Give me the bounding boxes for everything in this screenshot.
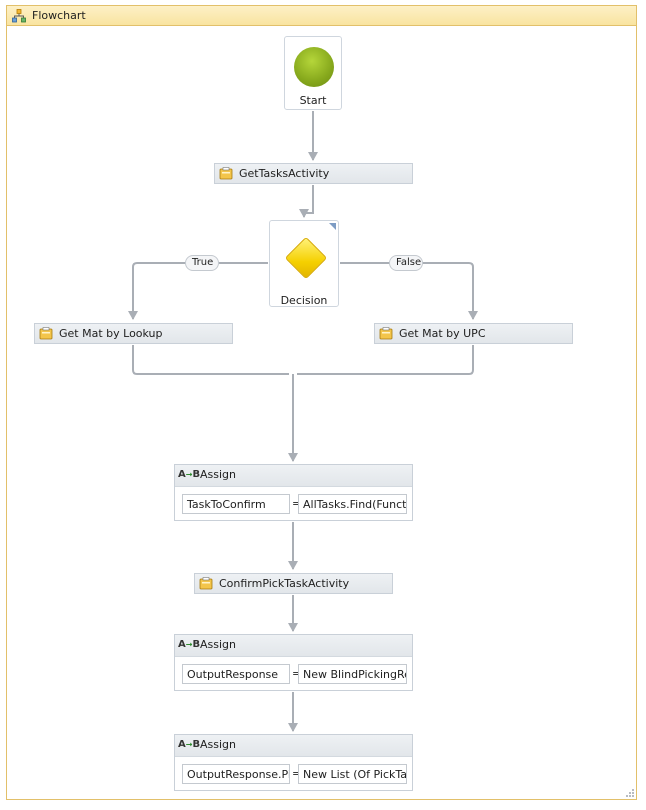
get-mat-by-upc-label: Get Mat by UPC (399, 327, 486, 340)
assign-icon: A→B (178, 639, 201, 650)
activity-icon (199, 577, 213, 590)
decision-diamond-icon (284, 236, 328, 280)
false-branch-label: False (389, 255, 423, 271)
assign-equals: = (292, 767, 302, 780)
assign-equals: = (292, 497, 302, 510)
assign-to-field[interactable]: OutputResponse (182, 664, 290, 684)
start-label: Start (299, 94, 327, 107)
assign-title: Assign (200, 468, 236, 481)
assign-activity-2[interactable]: A→B Assign OutputResponse = New BlindPic… (174, 634, 413, 691)
confirm-pick-task-label: ConfirmPickTaskActivity (219, 577, 350, 590)
assign-icon: A→B (178, 739, 201, 750)
connector-decision-true (128, 262, 268, 320)
expand-corner-icon[interactable] (329, 223, 336, 230)
activity-icon (379, 327, 393, 340)
assign-to-field[interactable]: TaskToConfirm (182, 494, 290, 514)
get-mat-by-upc-activity[interactable]: Get Mat by UPC (374, 323, 573, 344)
start-icon (294, 47, 334, 87)
get-mat-by-lookup-activity[interactable]: Get Mat by Lookup (34, 323, 233, 344)
connector-gettasks-decision (299, 185, 314, 218)
assign-value-field[interactable]: AllTasks.Find(Functic (298, 494, 407, 514)
resize-grip-icon[interactable] (625, 788, 635, 798)
flowchart-titlebar[interactable]: Flowchart (7, 6, 636, 26)
connector-true-merge (132, 345, 289, 375)
assign-header: A→B Assign (175, 465, 412, 487)
get-tasks-label: GetTasksActivity (239, 167, 330, 180)
assign-title: Assign (200, 738, 236, 751)
assign-to-field[interactable]: OutputResponse.Picl (182, 764, 290, 784)
activity-icon (219, 167, 233, 180)
confirm-pick-task-activity[interactable]: ConfirmPickTaskActivity (194, 573, 393, 594)
assign-header: A→B Assign (175, 735, 412, 757)
assign-activity-1[interactable]: A→B Assign TaskToConfirm = AllTasks.Find… (174, 464, 413, 521)
assign-equals: = (292, 667, 302, 680)
connector-false-merge (297, 345, 474, 375)
connector-decision-false (340, 262, 478, 320)
decision-node[interactable]: Decision (269, 220, 339, 307)
flowchart-icon (12, 9, 26, 23)
flowchart-title: Flowchart (32, 9, 86, 22)
decision-label: Decision (280, 294, 328, 307)
assign-header: A→B Assign (175, 635, 412, 657)
true-branch-label: True (185, 255, 219, 271)
assign-title: Assign (200, 638, 236, 651)
assign-icon: A→B (178, 469, 201, 480)
assign-value-field[interactable]: New BlindPickingRes (298, 664, 407, 684)
get-tasks-activity[interactable]: GetTasksActivity (214, 163, 413, 184)
assign-activity-3[interactable]: A→B Assign OutputResponse.Picl = New Lis… (174, 734, 413, 791)
get-mat-by-lookup-label: Get Mat by Lookup (59, 327, 163, 340)
activity-icon (39, 327, 53, 340)
assign-value-field[interactable]: New List (Of PickTa: (298, 764, 407, 784)
start-node[interactable]: Start (284, 36, 342, 110)
